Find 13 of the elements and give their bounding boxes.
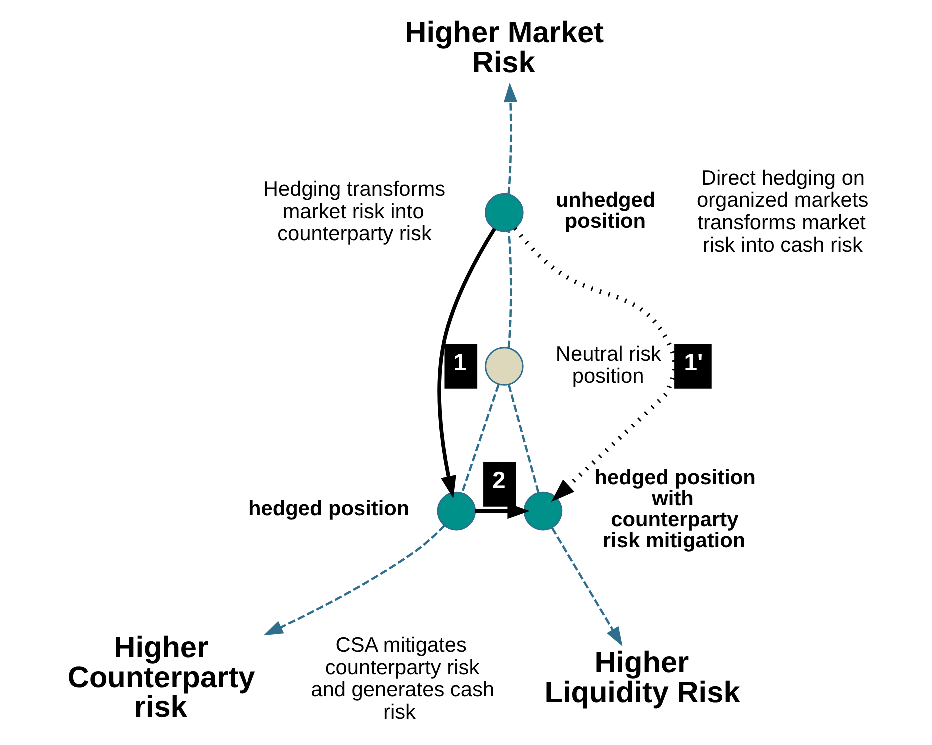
node-label: hedged position with counterparty risk mitigation bbox=[594, 466, 756, 552]
node-text: Higher Counterparty risk bbox=[68, 632, 256, 724]
label: Direct hedging on organized markets transforms market risk into cash risk bbox=[696, 166, 869, 257]
edge-label: 2 bbox=[492, 468, 506, 495]
node-text: Higher Liquidity Risk bbox=[544, 646, 740, 710]
label: Hedging transforms market risk into counterparty risk bbox=[263, 178, 446, 246]
node-text: Higher Market Risk bbox=[405, 16, 604, 80]
edge-label: 1 bbox=[454, 350, 467, 377]
node-label: Neutral risk position bbox=[556, 342, 662, 388]
edge-label: 1' bbox=[684, 350, 704, 377]
node-label: unhedged position bbox=[556, 189, 656, 234]
label: CSA mitigates counterparty risk and generates cash risk bbox=[311, 634, 495, 724]
node-label: hedged position bbox=[248, 497, 410, 520]
